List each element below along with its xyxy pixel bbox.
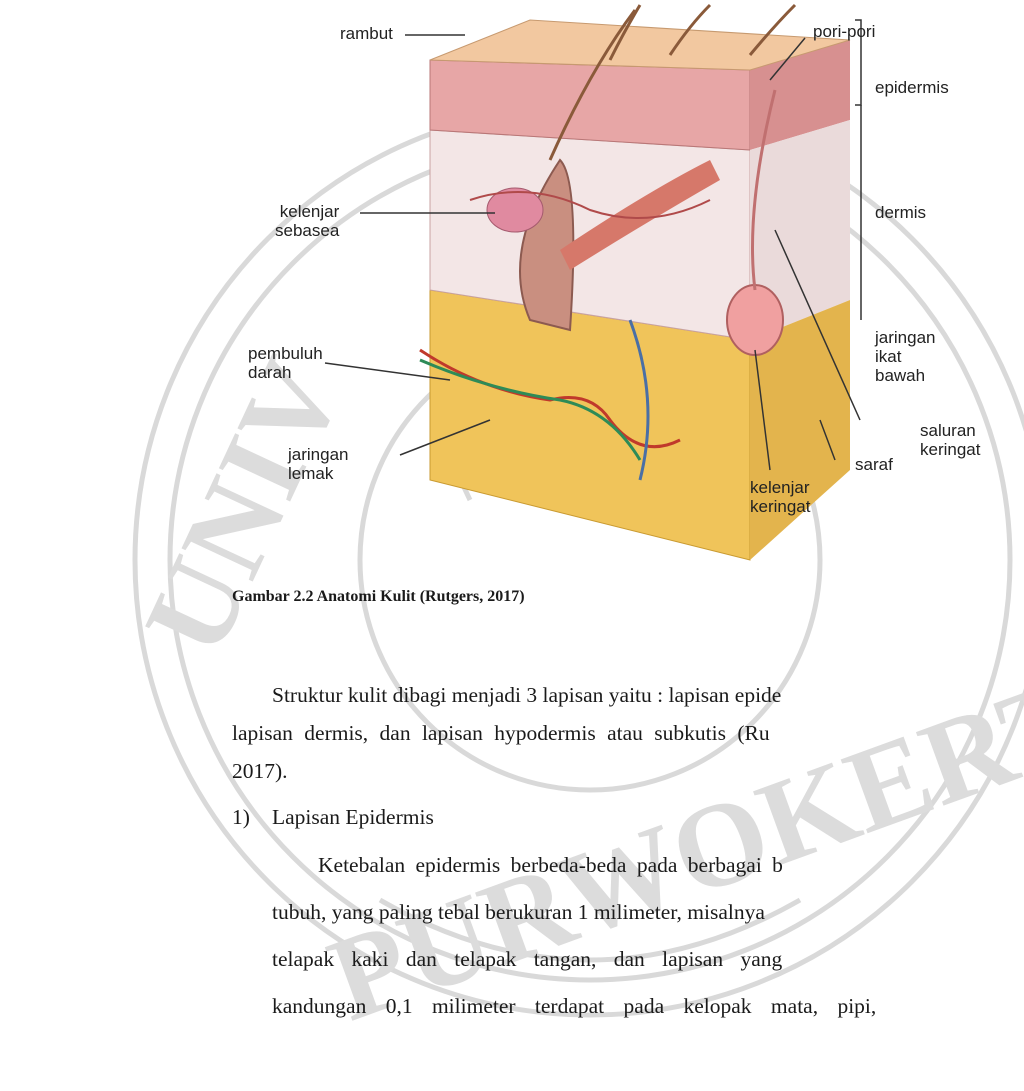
label-jaringan-ikat-bawah: jaringan ikat bawah — [875, 328, 936, 385]
epidermis-line-3: telapak kaki dan telapak tangan, dan lap… — [272, 940, 782, 978]
label-epidermis: epidermis — [875, 78, 949, 97]
body-line-2: lapisan dermis, dan lapisan hypodermis a… — [232, 714, 770, 752]
label-saluran-keringat: saluran keringat — [920, 421, 980, 459]
label-kelenjar-sebasea: kelenjar sebasea — [275, 202, 339, 240]
figure-caption: Gambar 2.2 Anatomi Kulit (Rutgers, 2017) — [232, 588, 525, 606]
list-marker: 1) — [232, 798, 250, 836]
body-line-1: Struktur kulit dibagi menjadi 3 lapisan … — [272, 676, 781, 714]
label-jaringan-lemak: jaringan lemak — [288, 445, 349, 483]
label-pembuluh-darah: pembuluh darah — [248, 344, 323, 382]
label-dermis: dermis — [875, 203, 926, 222]
epidermis-line-2: tubuh, yang paling tebal berukuran 1 mil… — [272, 893, 765, 931]
label-saraf: saraf — [855, 455, 893, 474]
label-kelenjar-keringat: kelenjar keringat — [750, 478, 810, 516]
label-rambut: rambut — [340, 24, 393, 43]
epidermis-line-1: Ketebalan epidermis berbeda-beda pada be… — [318, 846, 783, 884]
skin-anatomy-figure: rambut pori-pori epidermis dermis kelenj… — [230, 0, 1024, 580]
body-line-3: 2017). — [232, 752, 288, 790]
label-pori-pori: pori-pori — [813, 22, 875, 41]
epidermis-line-4: kandungan 0,1 milimeter terdapat pada ke… — [272, 987, 876, 1025]
section-heading-epidermis: Lapisan Epidermis — [272, 798, 434, 836]
